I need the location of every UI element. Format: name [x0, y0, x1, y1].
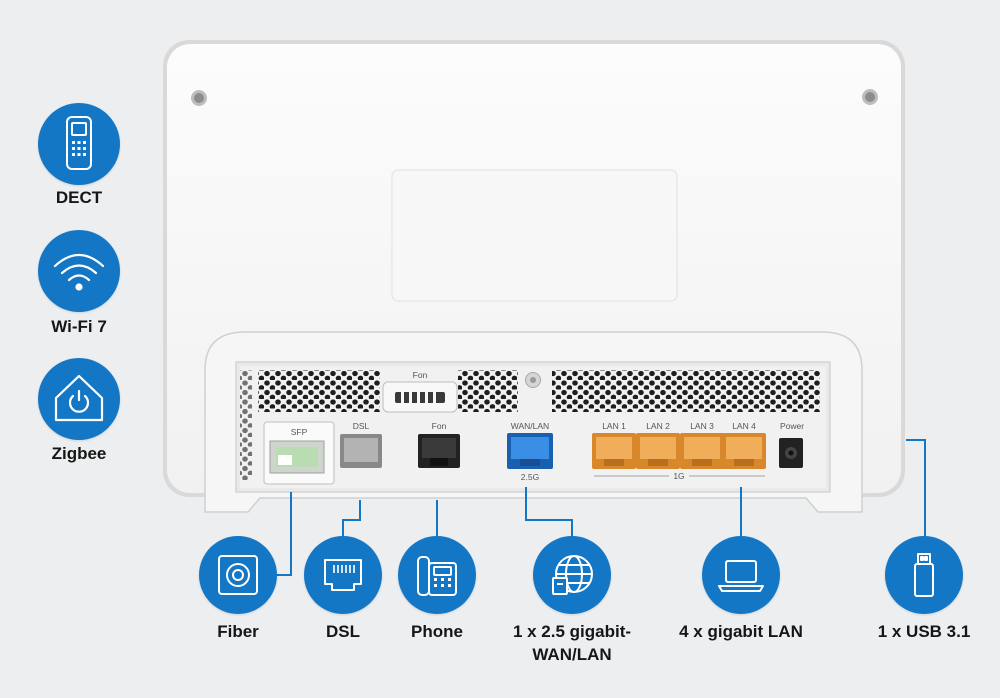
- globe-icon: [533, 536, 611, 614]
- wifi-icon: [38, 230, 120, 312]
- connection-label-phone: Phone: [411, 622, 463, 641]
- fon-port-label: Fon: [431, 421, 447, 431]
- wan-speed-label: 2.5G: [520, 472, 540, 482]
- zigbee-home-icon: [38, 358, 120, 440]
- connection-label-fiber: Fiber: [217, 622, 259, 641]
- dsl-port-label: DSL: [352, 421, 370, 431]
- feature-label-wifi: Wi-Fi 7: [51, 317, 107, 336]
- connection-label-lan: 4 x gigabit LAN: [679, 622, 803, 641]
- fon-top-label: Fon: [412, 370, 428, 380]
- lan1-port-label: LAN 1: [602, 421, 626, 431]
- lan3-port-label: LAN 3: [690, 421, 714, 431]
- usb-icon: [885, 536, 963, 614]
- feature-label-zigbee: Zigbee: [51, 444, 107, 463]
- phone-icon: [398, 536, 476, 614]
- lan-speed-label: 1G: [669, 471, 689, 481]
- laptop-icon: [702, 536, 780, 614]
- connection-label-wan-line2: WAN/LAN: [532, 645, 612, 664]
- feature-label-dect: DECT: [55, 188, 103, 207]
- connection-label-usb: 1 x USB 3.1: [877, 622, 971, 641]
- lan4-port-label: LAN 4: [732, 421, 756, 431]
- lan2-port-label: LAN 2: [646, 421, 670, 431]
- sfp-label: SFP: [290, 427, 308, 437]
- connection-label-dsl: DSL: [326, 622, 360, 641]
- power-port-label: Power: [779, 421, 805, 431]
- dsl-port-icon: [304, 536, 382, 614]
- connection-label-wan-line1: 1 x 2.5 gigabit-: [512, 622, 632, 641]
- wan-lan-port-label: WAN/LAN: [510, 421, 550, 431]
- dect-phone-icon: [38, 103, 120, 185]
- fiber-icon: [199, 536, 277, 614]
